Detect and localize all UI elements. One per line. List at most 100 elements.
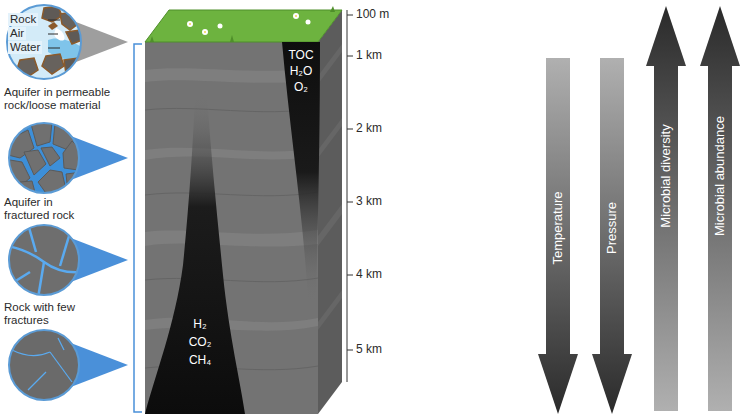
tight-rock-inset xyxy=(12,350,50,356)
depth-scale xyxy=(347,350,353,351)
fluid-plume-fill xyxy=(282,42,320,302)
trend-label: Microbial abundance xyxy=(712,116,728,236)
subsurface-block xyxy=(150,36,154,42)
trend-label: Temperature xyxy=(550,192,566,265)
aquifer-fractured-inset xyxy=(8,224,82,298)
depth-scale xyxy=(347,10,348,382)
part-label: Rock xyxy=(8,13,38,26)
subsurface-block xyxy=(293,13,299,19)
subsurface-block xyxy=(230,35,234,42)
chemical-label: TOC xyxy=(288,48,313,62)
subsurface-block xyxy=(145,148,318,160)
fluid-plume: TOC H₂O O₂ xyxy=(282,42,320,302)
aquifer-fractured-inset xyxy=(8,246,82,272)
depth-label: 4 km xyxy=(356,268,382,281)
zone-label: Rock with few fractures xyxy=(4,301,88,327)
soil-inset xyxy=(42,54,64,74)
depth-label: 100 m xyxy=(356,8,389,21)
soil-inset xyxy=(7,5,81,79)
depth-scale xyxy=(347,202,353,203)
gas-plume-fill xyxy=(145,95,245,414)
aquifer-fractured-inset xyxy=(38,262,44,298)
subsurface-block xyxy=(145,192,318,196)
trend-arrow: Temperature xyxy=(538,58,578,414)
part-label: Water xyxy=(8,41,42,54)
subsurface-block xyxy=(318,118,342,158)
chemical-label: O₂ xyxy=(294,80,308,94)
chemical-label: H₂O xyxy=(290,64,313,78)
zone-label: Aquifer in fractured rock xyxy=(4,196,94,222)
depth-scale xyxy=(347,129,353,130)
chemical-label: H₂ xyxy=(193,317,206,331)
aquifer-permeable-inset xyxy=(41,147,60,166)
soil-inset xyxy=(48,22,58,30)
leader-line xyxy=(48,20,60,21)
subsurface-block xyxy=(202,29,208,35)
trend-arrow-fill xyxy=(646,6,686,411)
subsurface-block xyxy=(318,290,342,330)
tight-rock-inset xyxy=(9,330,79,400)
subsurface-block xyxy=(318,10,342,414)
trend-arrow: Microbial diversity xyxy=(646,6,686,411)
aquifer-permeable-inset xyxy=(8,122,82,196)
depth-scale xyxy=(347,56,353,57)
subsurface-block xyxy=(145,10,342,42)
tight-rock-inset xyxy=(50,352,72,382)
leader-line xyxy=(48,20,60,48)
trend-arrow: Microbial abundance xyxy=(700,6,740,411)
tight-rock-inset xyxy=(9,330,79,400)
chemical-label: CH₄ xyxy=(189,353,211,367)
aquifer-fractured-inset xyxy=(8,224,82,298)
subsurface-block xyxy=(145,278,318,282)
trend-arrow-fill xyxy=(592,58,632,414)
depth-label: 5 km xyxy=(356,343,382,356)
chemical-label: CO₂ xyxy=(189,335,212,349)
subsurface-block xyxy=(330,6,335,12)
tight-rock-inset xyxy=(9,330,79,400)
subsurface-block xyxy=(306,20,311,25)
subsurface-block xyxy=(318,44,342,330)
subsurface-block xyxy=(189,23,191,25)
depth-label: 3 km xyxy=(356,195,382,208)
aquifer-permeable-inset xyxy=(9,123,79,193)
range-bracket xyxy=(134,44,142,412)
depth-scale xyxy=(347,275,353,276)
depth-scale xyxy=(347,10,353,382)
tight-rock-inset xyxy=(58,338,64,350)
subsurface-block xyxy=(187,21,193,27)
depth-label: 1 km xyxy=(356,49,382,62)
trend-arrow-fill xyxy=(538,58,578,414)
leader-line xyxy=(48,48,60,49)
aquifer-fractured-inset xyxy=(9,225,79,295)
subsurface-block xyxy=(145,6,342,414)
subsurface-block xyxy=(189,15,297,33)
trend-arrow-fill xyxy=(700,6,740,411)
soil-inset xyxy=(7,5,81,79)
aquifer-permeable-inset xyxy=(8,122,82,196)
trend-label: Microbial diversity xyxy=(658,124,674,227)
subsurface-block xyxy=(150,6,335,42)
leader-line xyxy=(48,34,58,35)
subsurface-block xyxy=(187,13,311,35)
subsurface-block xyxy=(318,204,342,246)
soil-inset xyxy=(7,5,82,79)
subsurface-block xyxy=(145,230,318,247)
tight-rock-inset xyxy=(12,338,72,390)
gas-plume: H₂ CO₂ CH₄ xyxy=(145,95,245,414)
subsurface-block xyxy=(295,15,297,17)
part-label: Air xyxy=(8,27,26,40)
aquifer-permeable-inset xyxy=(24,150,46,175)
subsurface-block xyxy=(218,24,223,29)
subsurface-block xyxy=(318,44,342,84)
subsurface-block xyxy=(204,31,206,33)
zone-label: Aquifer in permeable rock/loose material xyxy=(4,86,122,112)
tight-rock-inset xyxy=(28,372,46,390)
trend-arrow: Pressure xyxy=(592,58,632,414)
depth-label: 2 km xyxy=(356,122,382,135)
aquifer-fractured-inset xyxy=(9,225,79,295)
depth-scale xyxy=(347,15,353,16)
aquifer-permeable-inset xyxy=(31,122,52,146)
subsurface-block xyxy=(145,10,342,42)
